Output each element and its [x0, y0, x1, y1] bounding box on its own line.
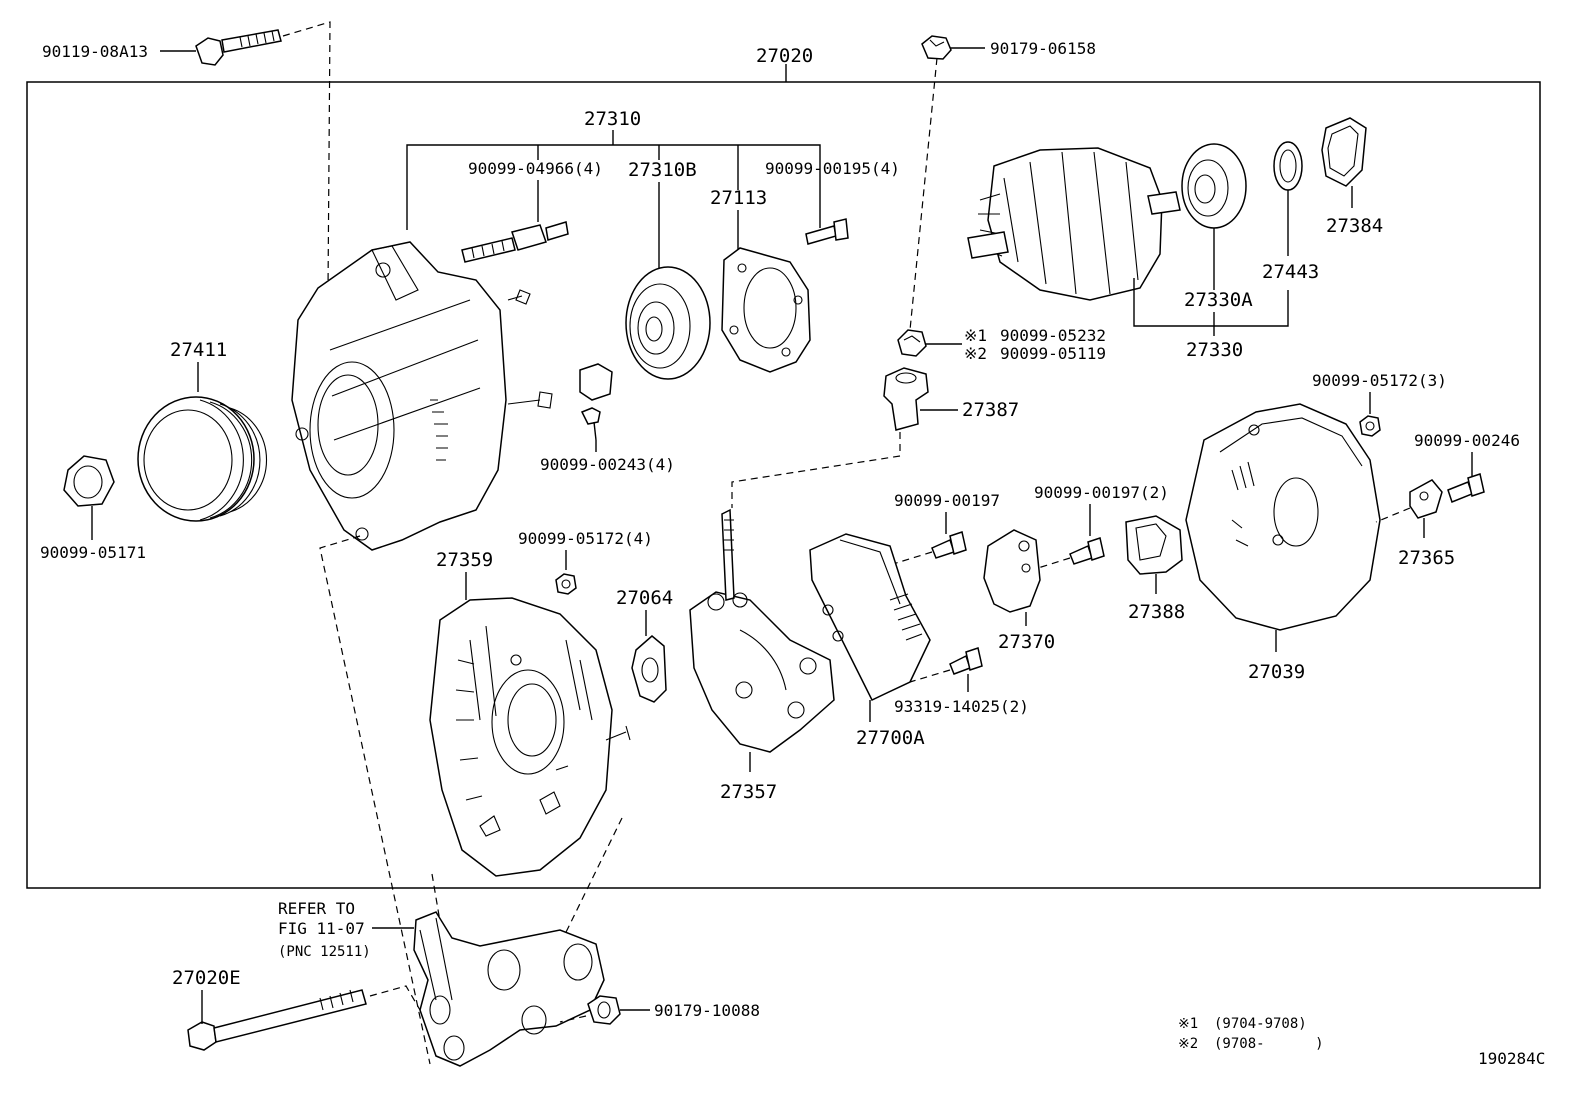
insulator-27064	[631, 635, 667, 703]
screw-93319-14025	[949, 647, 983, 675]
label-27310B: 27310B	[628, 159, 697, 181]
label-27365: 27365	[1398, 547, 1455, 569]
nut-90179-06158	[921, 35, 952, 60]
bolt-90119-08A13	[195, 29, 282, 66]
nut-90099-05171	[63, 455, 115, 507]
label-27359: 27359	[436, 549, 493, 571]
screw-90099-00197	[931, 531, 967, 559]
label-27064: 27064	[616, 587, 673, 609]
label-27330: 27330	[1186, 339, 1243, 361]
assembly-frame	[26, 81, 1541, 889]
label-90179-06158: 90179-06158	[990, 39, 1096, 58]
legend-2-mark: ※2	[1178, 1036, 1198, 1052]
label-27020E: 27020E	[172, 967, 241, 989]
label-27357: 27357	[720, 781, 777, 803]
screw-90099-00243	[580, 407, 601, 441]
label-90099-00197-2: 90099-00197(2)	[1034, 483, 1169, 502]
label-90099-05119: 90099-05119	[1000, 344, 1106, 363]
retainer-plate-27113	[721, 247, 811, 373]
label-27387: 27387	[962, 399, 1019, 421]
cover-27388	[1125, 515, 1183, 575]
bolt-90099-00246	[1447, 473, 1485, 503]
nut-90099-05232	[897, 329, 927, 357]
washer-27443	[1273, 141, 1303, 191]
bolt-27020E	[187, 989, 367, 1051]
label-27020: 27020	[756, 45, 813, 67]
rectifier-end-frame-27359	[429, 597, 631, 877]
screw-90099-00195	[805, 218, 849, 245]
label-27370: 27370	[998, 631, 1055, 653]
label-27330A: 27330A	[1184, 289, 1253, 311]
brush-holder-27370	[983, 529, 1041, 613]
nut-90099-05172-4	[555, 573, 577, 595]
label-27443: 27443	[1262, 261, 1319, 283]
label-90099-00246: 90099-00246	[1414, 431, 1520, 450]
label-27310: 27310	[584, 108, 641, 130]
nut-90179-10088	[587, 995, 621, 1025]
legend-2-range: (9708- )	[1214, 1036, 1324, 1052]
terminal-stud	[461, 221, 569, 263]
mark-2: ※2	[964, 344, 987, 363]
screw-90099-00197-2	[1069, 537, 1105, 565]
label-90099-05232: 90099-05232	[1000, 326, 1106, 345]
nut-90099-05172-3	[1359, 415, 1381, 437]
rotor-27330	[967, 147, 1181, 301]
label-90099-05172-4: 90099-05172(4)	[518, 529, 653, 548]
figure-id: 190284C	[1478, 1049, 1545, 1068]
label-90119-08A13: 90119-08A13	[42, 42, 148, 61]
label-90099-05172-3: 90099-05172(3)	[1312, 371, 1447, 390]
rear-cover-27039	[1185, 403, 1381, 631]
label-90179-10088: 90179-10088	[654, 1001, 760, 1020]
bracket-27365	[1409, 479, 1443, 519]
bearing-27310B	[625, 266, 711, 380]
refer-line-2: FIG 11-07	[278, 919, 365, 938]
terminal-insulator-27387	[883, 367, 929, 431]
legend-1-mark: ※1	[1178, 1016, 1198, 1032]
insulator-block	[579, 363, 613, 401]
label-27411: 27411	[170, 339, 227, 361]
label-90099-04966: 90099-04966(4)	[468, 159, 603, 178]
drive-end-frame-27310	[291, 241, 553, 551]
rectifier-27357	[689, 508, 835, 753]
cover-27384	[1321, 117, 1367, 187]
label-90099-05171: 90099-05171	[40, 543, 146, 562]
label-90099-00195: 90099-00195(4)	[765, 159, 900, 178]
legend-1-range: (9704-9708)	[1214, 1016, 1307, 1032]
label-27384: 27384	[1326, 215, 1383, 237]
label-27039: 27039	[1248, 661, 1305, 683]
label-27700A: 27700A	[856, 727, 925, 749]
bearing-27330A	[1181, 143, 1247, 229]
label-27113: 27113	[710, 187, 767, 209]
pulley-27411	[137, 396, 267, 522]
mark-1: ※1	[964, 326, 987, 345]
label-90099-00243: 90099-00243(4)	[540, 455, 675, 474]
label-27388: 27388	[1128, 601, 1185, 623]
label-90099-00197: 90099-00197	[894, 491, 1000, 510]
mounting-bracket	[413, 911, 605, 1067]
refer-line-1: REFER TO	[278, 899, 355, 918]
label-93319-14025: 93319-14025(2)	[894, 697, 1029, 716]
refer-line-3: (PNC 12511)	[278, 944, 371, 960]
